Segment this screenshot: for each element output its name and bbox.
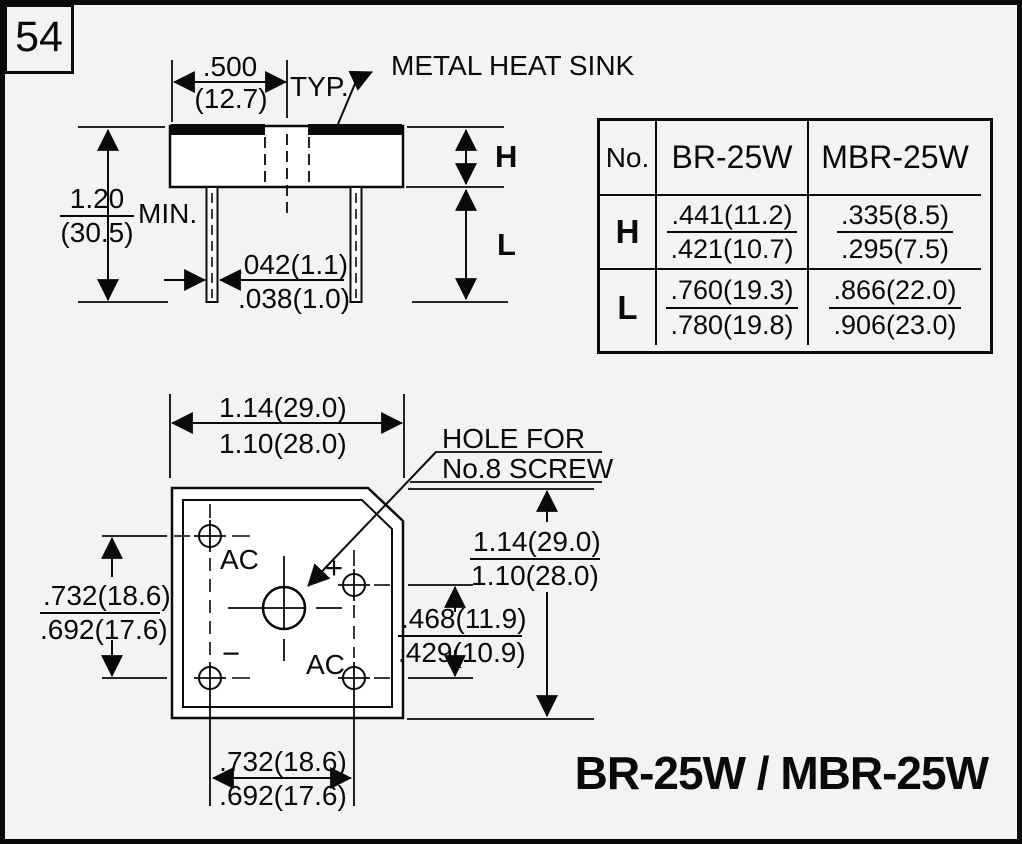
heat-sink-leader-arrow <box>337 70 373 125</box>
pin-span-horizontal-min: .692(17.6) <box>219 780 347 811</box>
height-dim-inches: 1.20 <box>60 183 134 218</box>
table-header-br25w: BR-25W <box>657 121 809 196</box>
terminal-label-ac-top: AC <box>220 544 259 575</box>
hole-offset-min: .429(10.9) <box>398 637 526 669</box>
table-header-no: No. <box>600 121 657 196</box>
dimensions-table: No. BR-25W MBR-25W H .441(11.2) .421(10.… <box>597 118 993 354</box>
top-view-drawing <box>101 394 602 806</box>
width-dim-note: TYP. <box>290 71 349 102</box>
page-number: 54 <box>4 4 74 74</box>
l-dim-label: L <box>497 227 516 262</box>
hole-label-line1: HOLE FOR <box>442 423 586 454</box>
terminal-label-minus: − <box>222 636 241 671</box>
width-dim-inches: .500 <box>202 51 258 82</box>
top-width-dim-max: 1.14(29.0) <box>219 392 347 423</box>
table-row-label-h: H <box>600 196 657 270</box>
pin-centerlines <box>174 504 390 679</box>
height-dim-mm: (30.5) <box>60 217 134 249</box>
pin-span-horizontal-max: .732(18.6) <box>219 746 347 777</box>
table-row-label-l: L <box>600 270 657 345</box>
hole-leader-arrow <box>307 451 437 587</box>
side-height-dim-max: 1.14(29.0) <box>470 526 601 561</box>
pin-bottom-right <box>338 662 370 694</box>
pin-top-right <box>338 569 370 601</box>
pin-bottom-left <box>194 662 226 694</box>
pin-span-vertical-min: .692(17.6) <box>40 614 168 646</box>
side-height-dim-fraction: 1.14(29.0) 1.10(28.0) <box>470 526 601 592</box>
part-number-title: BR-25W / MBR-25W <box>574 747 989 799</box>
heat-sink-label: METAL HEAT SINK <box>391 50 635 81</box>
terminal-label-ac-bottom: AC <box>306 649 345 680</box>
heat-sink-bar-right <box>308 124 402 135</box>
lead-dim-min: .038(1.0) <box>238 283 351 314</box>
terminal-label-plus: + <box>325 550 344 585</box>
h-dim-label: H <box>495 139 518 174</box>
table-cell-l-br25w: .760(19.3) .780(19.8) <box>657 270 809 345</box>
table-header-mbr25w: MBR-25W <box>809 121 981 196</box>
table-cell-h-br25w: .441(11.2) .421(10.7) <box>657 196 809 270</box>
top-width-dim-min: 1.10(28.0) <box>219 428 347 459</box>
table-cell-l-mbr25w: .866(22.0) .906(23.0) <box>809 270 981 345</box>
hole-label-line2: No.8 SCREW <box>442 453 614 484</box>
width-dim-mm: (12.7) <box>194 83 268 114</box>
hole-offset-dim-fraction: .468(11.9) .429(10.9) <box>398 603 527 669</box>
height-dim-fraction: 1.20 (30.5) <box>60 183 134 249</box>
side-height-dim-min: 1.10(28.0) <box>471 560 599 592</box>
lead-dim-max: .042(1.1) <box>236 249 349 280</box>
package-inner-outline <box>182 499 393 708</box>
side-view-drawing <box>78 60 508 303</box>
heat-sink-bar-left <box>171 124 265 135</box>
pin-span-vertical-max: .732(18.6) <box>40 580 171 615</box>
hole-offset-max: .468(11.9) <box>398 603 527 638</box>
table-cell-h-mbr25w: .335(8.5) .295(7.5) <box>809 196 981 270</box>
pin-top-left <box>194 520 226 552</box>
pin-span-vertical-fraction: .732(18.6) .692(17.6) <box>40 580 171 646</box>
height-dim-note: MIN. <box>138 198 198 229</box>
